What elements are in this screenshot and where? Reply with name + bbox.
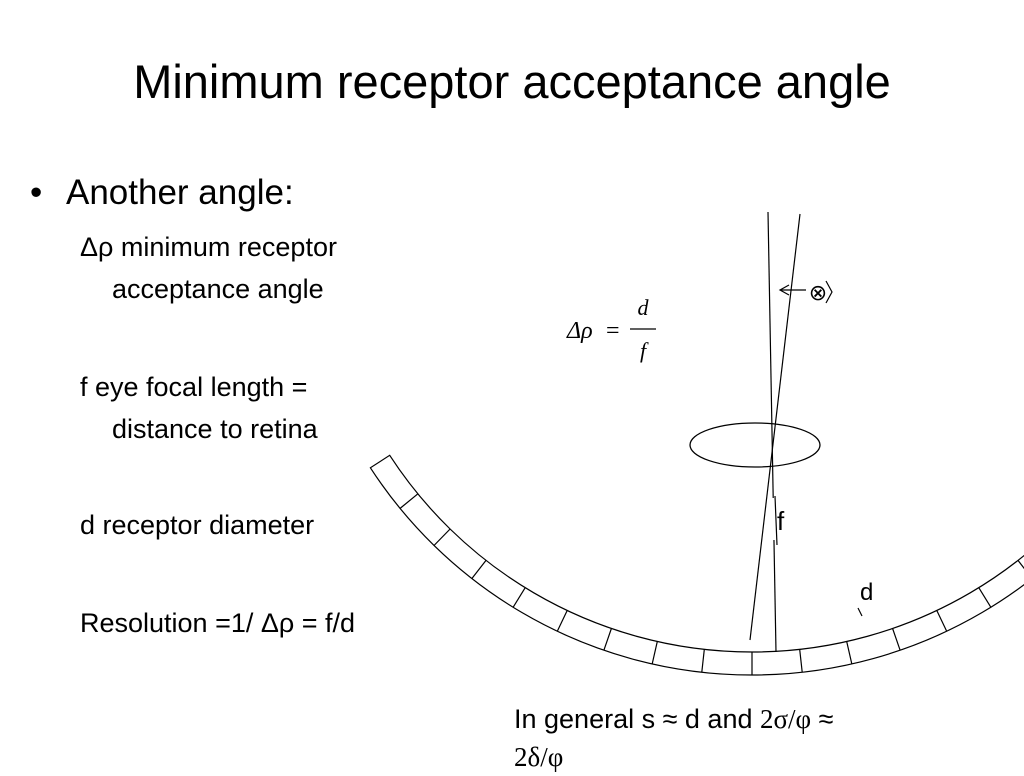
receptor-divider bbox=[471, 560, 487, 579]
receptor-divider bbox=[512, 587, 526, 608]
receptor-divider bbox=[603, 628, 612, 651]
slide-title: Minimum receptor acceptance angle bbox=[133, 55, 891, 108]
receptor-divider bbox=[1017, 560, 1024, 570]
receptor-divider bbox=[701, 649, 705, 673]
definition-line: d receptor diameter bbox=[80, 510, 315, 540]
source-symbol: ⊗ bbox=[809, 281, 827, 306]
formula-denominator: f bbox=[640, 338, 649, 363]
bullet-text: Another angle: bbox=[66, 173, 294, 212]
note-approx: ≈ bbox=[811, 704, 834, 734]
bullet-heading: • Another angle: bbox=[30, 170, 294, 216]
note-expression: 2σ/φ bbox=[759, 704, 812, 734]
arrow-head bbox=[778, 284, 790, 296]
note-expression-continued: 2δ/φ bbox=[514, 742, 564, 772]
receptor-divider bbox=[799, 649, 803, 673]
definition-continuation: distance to retina bbox=[112, 414, 318, 444]
general-relation-note: In general s ≈ d and 2σ/φ ≈ 2δ/φ bbox=[514, 700, 833, 776]
definition-delta-rho: Δρ minimum receptor acceptance angle bbox=[80, 226, 337, 310]
angle-bracket bbox=[825, 280, 833, 304]
receptor-divider bbox=[556, 610, 568, 632]
receptor-divider bbox=[978, 587, 992, 608]
resolution-formula: Resolution =1/ Δρ = f/d bbox=[80, 602, 355, 644]
receptor-divider bbox=[651, 641, 658, 665]
bullet-dot: • bbox=[30, 173, 43, 212]
receptor-divider bbox=[399, 493, 419, 509]
definition-receptor-diameter: d receptor diameter bbox=[80, 504, 314, 546]
retina-receptor-array bbox=[369, 454, 1024, 676]
lens-ellipse bbox=[689, 422, 821, 468]
receptor-diameter-label: d bbox=[860, 579, 873, 606]
resolution-line: Resolution =1/ Δρ = f/d bbox=[80, 608, 356, 638]
focal-length-label: f bbox=[777, 506, 785, 536]
note-prefix: In general s ≈ d and bbox=[514, 704, 760, 734]
ray-segment bbox=[774, 495, 778, 546]
receptor-divider bbox=[846, 641, 853, 665]
definition-line: Δρ minimum receptor bbox=[80, 232, 337, 262]
diameter-tick bbox=[857, 607, 863, 617]
receptor-divider bbox=[433, 528, 451, 546]
definition-focal-length: f eye focal length = distance to retina bbox=[80, 366, 318, 450]
retina-band bbox=[369, 454, 1024, 676]
ray-line-oblique bbox=[749, 213, 801, 641]
formula-numerator: d bbox=[638, 295, 650, 320]
formula-equals: = bbox=[606, 318, 620, 344]
receptor-divider bbox=[936, 610, 948, 632]
definition-line: f eye focal length = bbox=[80, 372, 308, 402]
ray-line-vertical bbox=[767, 211, 777, 653]
formula-lhs: Δρ bbox=[566, 318, 593, 344]
receptor-divider bbox=[892, 628, 901, 651]
definition-continuation: acceptance angle bbox=[112, 274, 324, 304]
